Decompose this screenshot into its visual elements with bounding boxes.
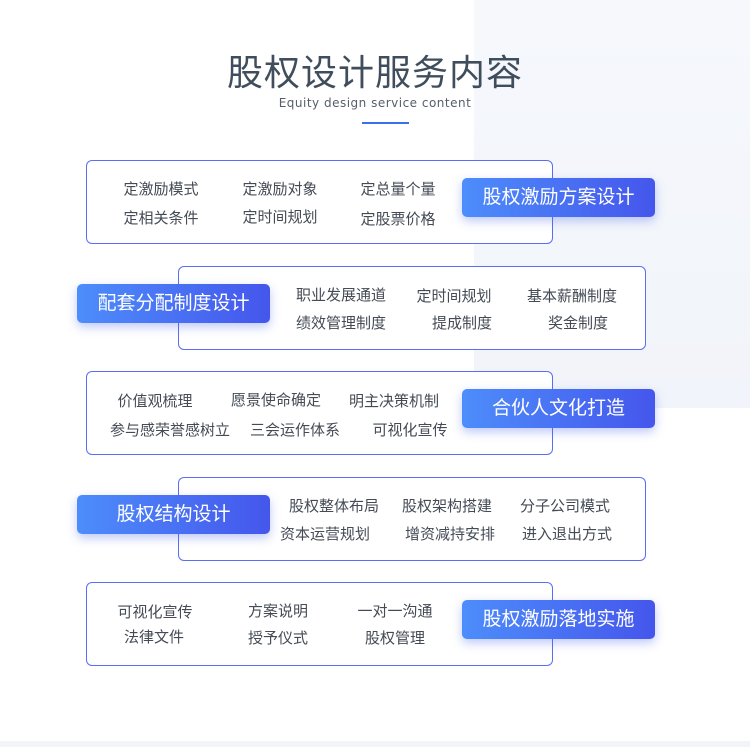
list-item: 增资减持安排 [404, 525, 496, 543]
list-item: 基本薪酬制度 [526, 287, 618, 305]
list-item: 进入退出方式 [521, 525, 613, 543]
section-card-implementation: 可视化宣传 方案说明 一对一沟通 法律文件 授予仪式 股权管理 [86, 582, 553, 666]
page-title: 股权设计服务内容 [226, 53, 523, 94]
list-item: 奖金制度 [547, 314, 609, 332]
list-item: 资本运营规划 [279, 525, 371, 543]
list-item: 定总量个量 [360, 180, 436, 198]
section-label-equity-incentive: 股权激励方案设计 [462, 178, 655, 217]
list-item: 定时间规划 [242, 208, 318, 226]
page-subtitle: Equity design service content [278, 96, 472, 110]
bottom-divider [0, 741, 750, 747]
list-item: 定时间规划 [416, 287, 492, 305]
section-label-distribution-system: 配套分配制度设计 [77, 284, 270, 323]
list-item: 授予仪式 [247, 629, 309, 647]
list-item: 股权架构搭建 [401, 497, 493, 515]
section-label-partner-culture: 合伙人文化打造 [462, 389, 655, 428]
list-item: 定激励对象 [242, 180, 318, 198]
list-item: 三会运作体系 [249, 421, 341, 439]
list-item: 定激励模式 [123, 180, 199, 198]
list-item: 股权整体布局 [288, 497, 380, 515]
list-item: 参与感荣誉感树立 [109, 421, 231, 439]
section-label-equity-structure: 股权结构设计 [77, 495, 270, 534]
list-item: 明主决策机制 [348, 392, 440, 410]
list-item: 提成制度 [431, 314, 493, 332]
list-item: 股权管理 [364, 629, 426, 647]
list-item: 定股票价格 [360, 210, 436, 228]
list-item: 可视化宣传 [117, 603, 193, 621]
list-item: 法律文件 [123, 628, 185, 646]
section-label-implementation: 股权激励落地实施 [462, 600, 655, 639]
list-item: 可视化宣传 [372, 421, 448, 439]
list-item: 分子公司模式 [519, 497, 611, 515]
list-item: 价值观梳理 [117, 392, 193, 410]
list-item: 定相关条件 [123, 209, 199, 227]
list-item: 职业发展通道 [295, 286, 387, 304]
list-item: 绩效管理制度 [295, 314, 387, 332]
section-card-partner-culture: 价值观梳理 愿景使命确定 明主决策机制 参与感荣誉感树立 三会运作体系 可视化宣… [86, 371, 553, 455]
list-item: 愿景使命确定 [230, 391, 322, 409]
list-item: 一对一沟通 [357, 602, 433, 620]
section-card-distribution-system: 职业发展通道 定时间规划 基本薪酬制度 绩效管理制度 提成制度 奖金制度 [178, 266, 646, 350]
title-underline [362, 122, 409, 124]
list-item: 方案说明 [247, 602, 309, 620]
